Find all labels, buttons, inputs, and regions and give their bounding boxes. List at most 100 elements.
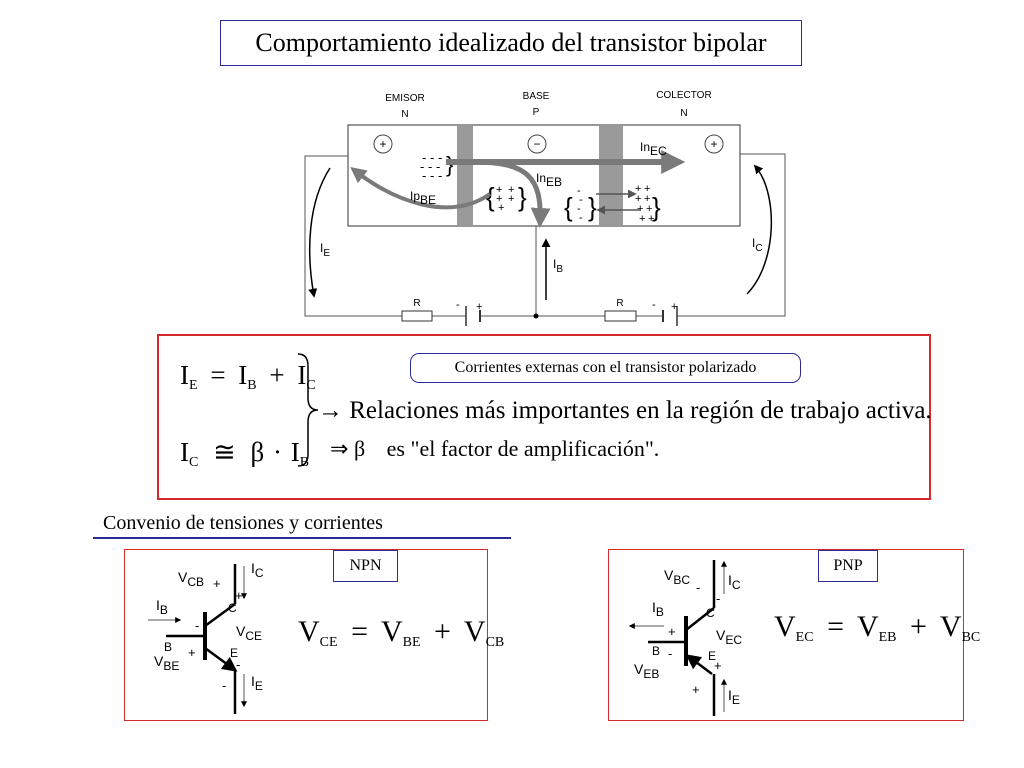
svg-text:+: + bbox=[508, 193, 514, 205]
base-holes: + + + + + bbox=[496, 184, 514, 214]
collector-battery-plus: + bbox=[671, 301, 677, 313]
right-arrow-icon: → bbox=[318, 397, 343, 424]
pnp-symbol: VBC - IC - C IB + VEC B - E + VEB + IE bbox=[628, 560, 742, 716]
svg-text:-: - bbox=[430, 168, 434, 183]
ie-label: IE bbox=[320, 241, 330, 259]
base-minus: − bbox=[533, 137, 540, 151]
svg-text:E: E bbox=[230, 646, 238, 660]
base-type: P bbox=[533, 107, 540, 118]
hole-flow-be-arrow bbox=[350, 167, 492, 210]
svg-text:-: - bbox=[438, 168, 442, 183]
implies-icon: ⇒ bbox=[330, 436, 349, 461]
svg-text:IE: IE bbox=[251, 673, 263, 693]
svg-text:+: + bbox=[692, 682, 700, 697]
svg-text:+: + bbox=[639, 213, 645, 225]
collector-terminal-sign bbox=[704, 134, 724, 154]
collector-positive-charges: + + + + + + + + bbox=[635, 183, 654, 225]
in-eb-label: InEB bbox=[536, 171, 562, 189]
bc-bracket-close: } bbox=[588, 192, 597, 222]
convention-underline bbox=[93, 537, 511, 539]
ic-arrow bbox=[746, 164, 773, 295]
base-holes-bracket-open: { bbox=[486, 182, 495, 212]
base-node bbox=[533, 313, 539, 319]
svg-text:+: + bbox=[235, 588, 243, 603]
emitter-label: EMISOR bbox=[385, 93, 424, 104]
svg-text:IB: IB bbox=[652, 599, 664, 619]
ip-be-label: IpBE bbox=[410, 189, 436, 207]
svg-text:+: + bbox=[714, 658, 722, 673]
collector-type: N bbox=[680, 108, 687, 119]
gain-formula: IC ≅ β · IB bbox=[180, 437, 310, 470]
svg-text:VEB: VEB bbox=[634, 661, 659, 681]
emitter-battery-minus: - bbox=[456, 299, 460, 311]
svg-text:+: + bbox=[508, 184, 514, 196]
collector-resistor-label: R bbox=[616, 298, 623, 309]
beta-statement: ⇒ β es "el factor de amplificación". bbox=[330, 436, 660, 461]
svg-text:C: C bbox=[706, 606, 715, 620]
collector-battery-minus: - bbox=[652, 299, 656, 311]
svg-text:+: + bbox=[188, 645, 196, 660]
svg-text:-: - bbox=[438, 150, 442, 165]
pnp-badge: PNP bbox=[818, 550, 878, 582]
in-ec-label: InEC bbox=[640, 140, 667, 158]
electron-flow-eb-arrow bbox=[473, 159, 551, 228]
pnp-panel bbox=[608, 549, 964, 721]
emitter-base-junction bbox=[457, 125, 473, 226]
svg-text:+: + bbox=[498, 202, 504, 214]
svg-text:+: + bbox=[637, 203, 643, 215]
npn-voltage-equation: VCE = VBE + VCB bbox=[298, 615, 505, 650]
convention-title: Convenio de tensiones y corrientes bbox=[103, 512, 383, 534]
svg-text:+: + bbox=[635, 183, 641, 195]
svg-text:C: C bbox=[228, 601, 237, 615]
current-sum-formula: IE = IB + IC bbox=[180, 360, 316, 393]
svg-text:-: - bbox=[696, 580, 700, 595]
svg-text:VEC: VEC bbox=[716, 627, 742, 647]
svg-text:+: + bbox=[635, 193, 641, 205]
svg-text:-: - bbox=[577, 203, 581, 215]
collector-label: COLECTOR bbox=[656, 90, 711, 101]
svg-text:+: + bbox=[646, 203, 652, 215]
npn-badge: NPN bbox=[333, 550, 398, 582]
relations-brace bbox=[297, 353, 319, 467]
svg-text:VBE: VBE bbox=[154, 653, 179, 673]
svg-text:VBC: VBC bbox=[664, 567, 690, 587]
bc-negative-charges: - - - - bbox=[577, 185, 583, 224]
svg-text:+: + bbox=[644, 183, 650, 195]
ie-arrow bbox=[308, 167, 331, 298]
base-label: BASE bbox=[523, 91, 550, 102]
ic-label: IC bbox=[752, 236, 763, 254]
svg-text:-: - bbox=[236, 657, 240, 672]
svg-text:VCE: VCE bbox=[236, 623, 262, 643]
npn-symbol: VCB + IC + C IB - VCE B + E - VBE - IE bbox=[148, 560, 264, 714]
svg-text:-: - bbox=[579, 194, 583, 206]
svg-text:-: - bbox=[422, 168, 426, 183]
svg-text:+: + bbox=[644, 193, 650, 205]
svg-text:VCB: VCB bbox=[178, 569, 204, 589]
svg-text:-: - bbox=[668, 646, 672, 661]
svg-text:-: - bbox=[420, 159, 424, 174]
svg-text:+: + bbox=[213, 576, 221, 591]
collector-plus: + bbox=[710, 137, 717, 151]
svg-text:+: + bbox=[496, 184, 502, 196]
svg-text:+: + bbox=[668, 624, 676, 639]
emitter-resistor-label: R bbox=[413, 298, 420, 309]
svg-text:+: + bbox=[648, 213, 654, 225]
collector-charge-bracket: } bbox=[652, 192, 661, 222]
svg-text:-: - bbox=[430, 150, 434, 165]
svg-text:IC: IC bbox=[251, 560, 264, 580]
npn-panel bbox=[124, 549, 488, 721]
svg-text:-: - bbox=[222, 678, 226, 693]
svg-text:-: - bbox=[195, 618, 199, 633]
svg-text:E: E bbox=[708, 649, 716, 663]
emitter-type: N bbox=[401, 109, 408, 120]
emitter-resistor bbox=[401, 310, 433, 322]
svg-text:-: - bbox=[716, 591, 720, 606]
emitter-battery bbox=[465, 306, 481, 326]
svg-text:+: + bbox=[496, 193, 502, 205]
emitter-terminal-sign bbox=[373, 134, 393, 154]
page-title: Comportamiento idealizado del transistor… bbox=[220, 20, 802, 66]
relations-statement: → Relaciones más importantes en la regió… bbox=[318, 397, 932, 424]
svg-text:-: - bbox=[428, 159, 432, 174]
svg-text:IE: IE bbox=[728, 687, 740, 707]
base-terminal-sign bbox=[527, 134, 547, 154]
